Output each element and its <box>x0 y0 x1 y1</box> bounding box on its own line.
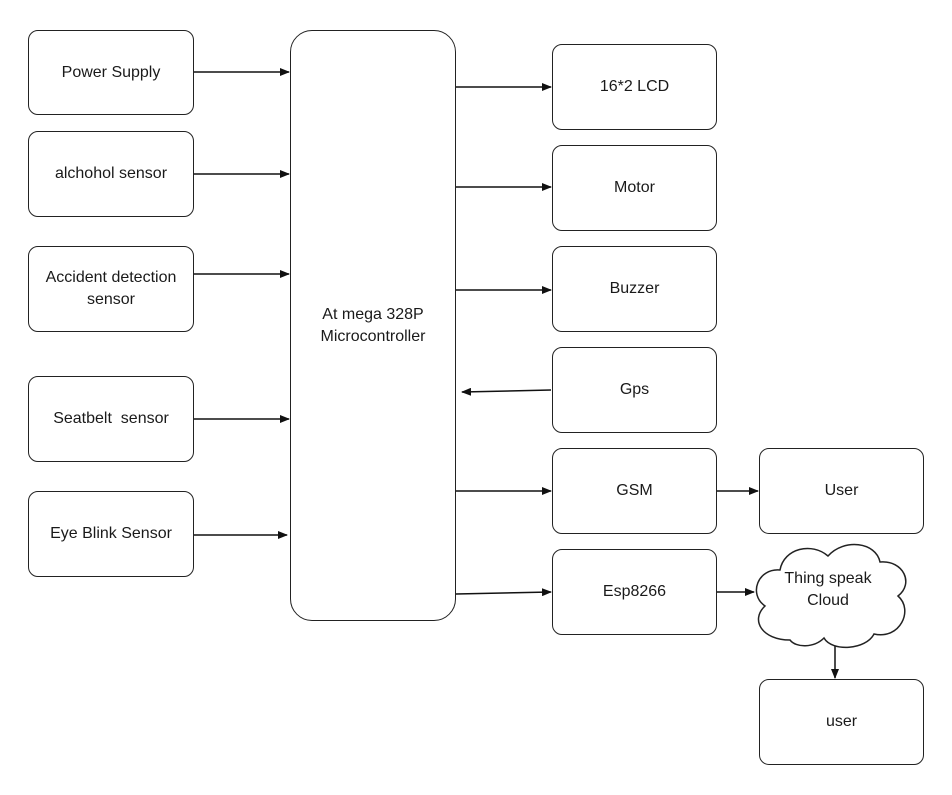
gsm-label: GSM <box>616 482 653 499</box>
accident-sensor-block: Accident detection sensor <box>28 246 194 332</box>
cloud-label-line2: Cloud <box>807 592 849 609</box>
alcohol-sensor-label: alchohol sensor <box>54 165 168 182</box>
buzzer-block: Buzzer <box>552 246 717 332</box>
user-cloud-label: user <box>825 713 858 730</box>
thingspeak-cloud-label: Thing speak Cloud <box>753 568 903 612</box>
alcohol-sensor-block: alchohol sensor <box>28 131 194 217</box>
gps-label: Gps <box>619 381 650 398</box>
power-supply-block: Power Supply <box>28 30 194 115</box>
microcontroller-label-line1: At mega 328P <box>322 305 424 323</box>
seatbelt-sensor-label: Seatbelt sensor <box>53 410 169 427</box>
gsm-block: GSM <box>552 448 717 534</box>
esp8266-block: Esp8266 <box>552 549 717 635</box>
eye-blink-sensor-block: Eye Blink Sensor <box>28 491 194 577</box>
motor-label: Motor <box>614 179 655 196</box>
microcontroller-label-line2: Microcontroller <box>320 327 426 345</box>
eye-blink-sensor-label: Eye Blink Sensor <box>50 525 172 542</box>
esp8266-label: Esp8266 <box>602 583 667 600</box>
arrow-gps-to-mcu <box>461 387 552 396</box>
accident-sensor-label-line1: Accident detection <box>45 269 177 286</box>
lcd-label: 16*2 LCD <box>599 78 670 95</box>
user-gsm-block: User <box>759 448 924 534</box>
microcontroller-block: At mega 328P Microcontroller <box>290 30 456 621</box>
cloud-shape <box>755 543 907 649</box>
motor-block: Motor <box>552 145 717 231</box>
arrow-mcu-to-esp <box>455 588 552 597</box>
power-supply-label: Power Supply <box>61 63 161 81</box>
accident-sensor-label-line2: sensor <box>86 291 136 308</box>
lcd-block: 16*2 LCD <box>552 44 717 130</box>
cloud-label-line1: Thing speak <box>784 570 872 587</box>
gps-block: Gps <box>552 347 717 433</box>
user-cloud-block: user <box>759 679 924 765</box>
buzzer-label: Buzzer <box>609 280 660 297</box>
user-gsm-label: User <box>824 482 859 499</box>
seatbelt-sensor-block: Seatbelt sensor <box>28 376 194 462</box>
